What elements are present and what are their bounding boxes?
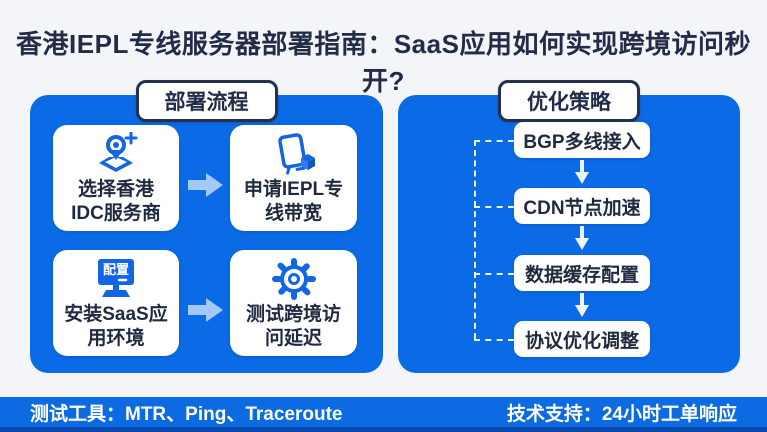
monitor-config-icon: 配置: [98, 259, 134, 297]
down-arrow-icon: [575, 226, 589, 250]
dashed-connector-stub: [474, 273, 514, 275]
optimize-panel-header: 优化策略: [498, 80, 640, 122]
dashed-connector-stub: [474, 206, 514, 208]
step-cdn: CDN节点加速: [514, 188, 650, 224]
device-cube-icon: [277, 133, 315, 175]
step-protocol: 协议优化调整: [514, 321, 650, 357]
right-arrow-icon: [188, 298, 223, 322]
page-title: 香港IEPL专线服务器部署指南：SaaS应用如何实现跨境访问秒开?: [16, 29, 751, 96]
location-pin-icon: [99, 132, 138, 172]
card-label: 申请IEPL专 线带宽: [243, 179, 344, 224]
down-arrow-icon: [575, 160, 589, 184]
down-arrow-icon: [575, 293, 589, 317]
deploy-panel-header: 部署流程: [135, 80, 278, 122]
card-test-latency: 测试跨境访 问延迟: [230, 250, 357, 356]
card-label: 安装SaaS应 用环境: [64, 304, 168, 349]
card-select-idc: 选择香港 IDC服务商: [53, 125, 179, 231]
gear-icon: [271, 258, 316, 300]
dashed-connector-stub: [474, 339, 514, 341]
dashed-connector-line: [474, 140, 476, 339]
card-label: 测试跨境访 问延迟: [245, 304, 341, 349]
card-apply-iepl: 申请IEPL专 线带宽: [230, 125, 357, 231]
footer-bar: 测试工具：MTR、Ping、Traceroute 技术支持：24小时工单响应: [0, 397, 767, 432]
footer-test-tools: 测试工具：MTR、Ping、Traceroute: [30, 403, 343, 425]
footer-tech-support: 技术支持：24小时工单响应: [506, 403, 737, 425]
card-install-saas: 配置 安装SaaS应 用环境: [53, 250, 179, 356]
step-bgp: BGP多线接入: [514, 122, 650, 158]
optimize-panel: 优化策略 BGP多线接入 CDN节点加速 数据缓存配置 协议优化调整: [398, 80, 740, 373]
footer-strip: [0, 427, 767, 432]
dashed-connector-stub: [474, 140, 514, 142]
monitor-screen-label: 配置: [103, 262, 129, 277]
step-cache: 数据缓存配置: [514, 255, 650, 291]
deploy-panel: 部署流程 选择香港 IDC服务商: [30, 80, 383, 373]
right-arrow-icon: [188, 173, 223, 197]
card-label: 选择香港 IDC服务商: [71, 179, 161, 224]
